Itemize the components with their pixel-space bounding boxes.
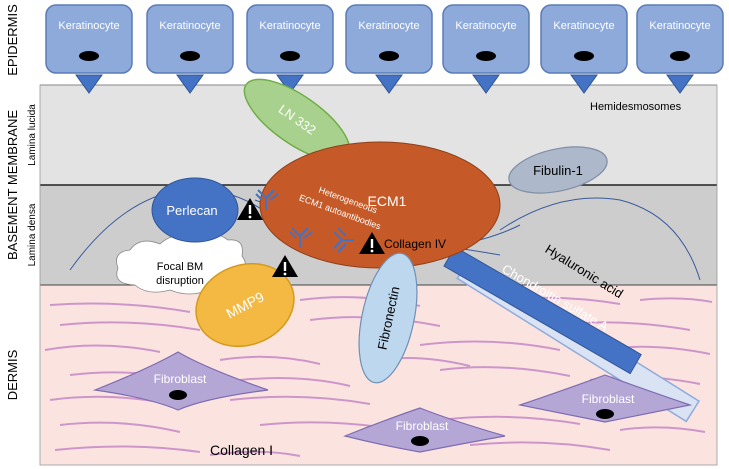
keratinocyte: Keratinocyte bbox=[146, 4, 234, 94]
nucleus-icon bbox=[596, 409, 614, 419]
nucleus-icon bbox=[411, 436, 429, 446]
nucleus-icon bbox=[280, 51, 300, 61]
lamina-lucida-label: Lamina lucida bbox=[27, 104, 38, 166]
keratinocyte-label: Keratinocyte bbox=[649, 20, 710, 32]
warning-icon bbox=[237, 198, 263, 220]
nucleus-icon bbox=[574, 51, 594, 61]
lamina-densa-label: Lamina densa bbox=[27, 203, 38, 266]
keratinocyte-label: Keratinocyte bbox=[159, 20, 220, 32]
keratinocyte: Keratinocyte bbox=[442, 4, 530, 94]
nucleus-icon bbox=[79, 51, 99, 61]
keratinocyte-label: Keratinocyte bbox=[553, 20, 614, 32]
fibroblast-cell: Fibroblast bbox=[92, 351, 269, 411]
epidermis-label: EPIDERMIS bbox=[5, 4, 20, 76]
keratinocyte: Keratinocyte bbox=[45, 4, 133, 94]
keratinocyte-label: Keratinocyte bbox=[58, 20, 119, 32]
warning-icon bbox=[272, 255, 298, 277]
keratinocyte-label: Keratinocyte bbox=[455, 20, 516, 32]
mmp9-ellipse: MMP9 bbox=[195, 262, 295, 348]
hemidesmosome-icon bbox=[570, 74, 598, 94]
nucleus-icon bbox=[670, 51, 690, 61]
hemidesmosome-icon bbox=[276, 74, 304, 94]
fibroblast-label: Fibroblast bbox=[154, 372, 207, 386]
collagen-i-label: Collagen I bbox=[210, 442, 273, 458]
fibulin-ellipse: Fibulin-1 bbox=[508, 146, 608, 194]
ecm1-ellipse: ECM1 bbox=[259, 141, 501, 269]
perlecan-ellipse: Perlecan bbox=[151, 177, 239, 243]
hemidesmosome-icon bbox=[472, 74, 500, 94]
hemidesmosomes-label: Hemidesmosomes bbox=[590, 101, 682, 113]
focal-bm-label-1: Focal BM bbox=[157, 261, 203, 273]
focal-bm-label-2: disruption bbox=[156, 275, 204, 287]
keratinocyte: Keratinocyte bbox=[540, 4, 628, 94]
fibroblast-cell: Fibroblast bbox=[517, 374, 693, 423]
hemidesmosome-icon bbox=[176, 74, 204, 94]
keratinocyte: Keratinocyte bbox=[345, 4, 433, 94]
collagen-iv-label: Collagen IV bbox=[384, 237, 446, 251]
antibody-icon bbox=[255, 189, 279, 210]
nucleus-icon bbox=[169, 390, 187, 400]
hemidesmosome-icon bbox=[75, 74, 103, 94]
dermis-label: DERMIS bbox=[5, 349, 20, 400]
keratinocyte: Keratinocyte bbox=[246, 4, 334, 94]
ecm1-label: ECM1 bbox=[368, 193, 407, 209]
keratinocyte: Keratinocyte bbox=[636, 4, 724, 94]
nucleus-icon bbox=[476, 51, 496, 61]
fibroblast-label: Fibroblast bbox=[396, 419, 449, 433]
hemidesmosome-icon bbox=[666, 74, 694, 94]
hemidesmosome-icon bbox=[375, 74, 403, 94]
basement-membrane-label: BASEMENT MEMBRANE bbox=[5, 110, 20, 260]
antibody-icon bbox=[289, 227, 313, 248]
fibroblast-cell: Fibroblast bbox=[343, 407, 506, 453]
fibronectin-ellipse: Fibronectin bbox=[358, 252, 418, 384]
nucleus-icon bbox=[180, 51, 200, 61]
keratinocyte-label: Keratinocyte bbox=[259, 20, 320, 32]
fibulin-label: Fibulin-1 bbox=[533, 163, 583, 178]
antibody-icon bbox=[333, 227, 354, 253]
keratinocyte-label: Keratinocyte bbox=[358, 20, 419, 32]
fibroblast-label: Fibroblast bbox=[582, 392, 635, 406]
perlecan-label: Perlecan bbox=[166, 203, 217, 218]
nucleus-icon bbox=[379, 51, 399, 61]
keratinocyte-row: Keratinocyte Keratinocyte Keratinocyte K… bbox=[45, 4, 724, 94]
warning-icon bbox=[359, 232, 385, 254]
